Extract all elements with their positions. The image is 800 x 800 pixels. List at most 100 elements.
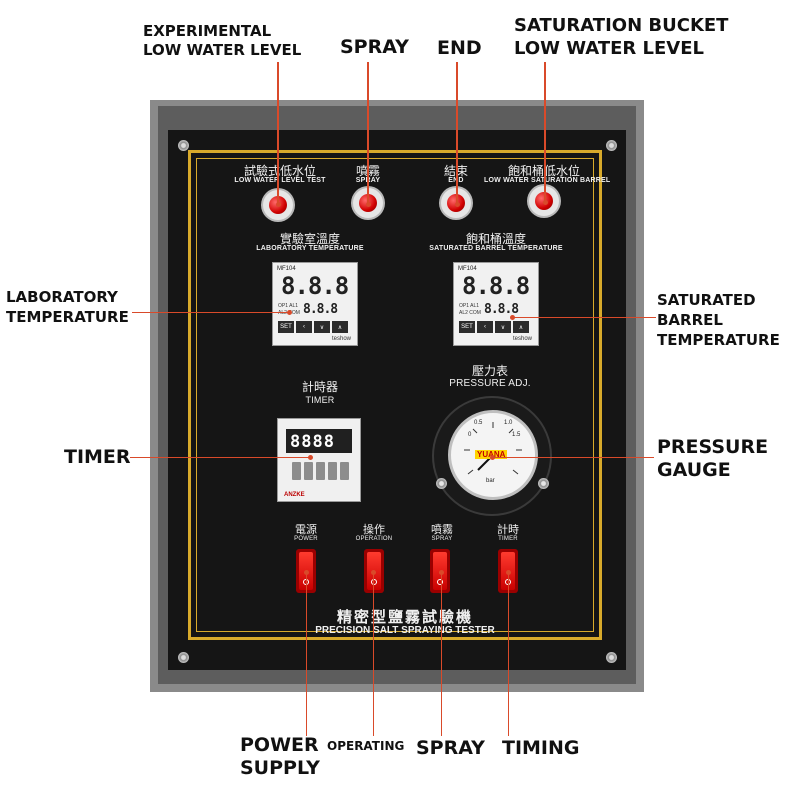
callout-line: SATURATION BUCKET bbox=[514, 15, 729, 36]
lab-temp-controller: MF104 8.8.8 OP1 AL1 AL2 COM 8.8.8 SET ‹ … bbox=[272, 262, 358, 346]
callout-timing: TIMING bbox=[502, 737, 580, 759]
callout-line: SATURATED bbox=[657, 291, 756, 309]
screw-icon bbox=[606, 652, 617, 663]
controller-model: MF104 bbox=[458, 266, 477, 272]
gauge-scale-15: 1.5 bbox=[512, 432, 521, 438]
controller-brand: teshow bbox=[331, 336, 351, 342]
gauge-scale-10: 1.0 bbox=[504, 420, 513, 426]
timer-brand: ANZKE bbox=[284, 492, 305, 498]
controller-sv-display: 8.8.8 bbox=[303, 302, 338, 317]
switch-label-en: TIMER bbox=[498, 536, 518, 542]
leader-dot-icon bbox=[371, 570, 376, 575]
gauge-brand: YUANA bbox=[475, 450, 508, 459]
panel-title-zh: 精密型鹽霧試驗機 bbox=[336, 608, 473, 626]
controller-pv-display: 8.8.8 bbox=[462, 272, 530, 300]
controller-model: MF104 bbox=[277, 266, 296, 272]
timer-label-en: TIMER bbox=[305, 395, 335, 405]
leader-line bbox=[277, 62, 279, 204]
lamp-label-en: LOW WATER LEVEL TEST bbox=[234, 177, 326, 184]
callout-line: POWER bbox=[240, 734, 319, 756]
gauge-bolt-icon bbox=[436, 478, 447, 489]
callout-spray-bottom: SPRAY bbox=[416, 737, 485, 759]
leader-line bbox=[441, 572, 442, 736]
callout-operating: OPERATING bbox=[327, 739, 405, 753]
leader-dot-icon bbox=[287, 310, 292, 315]
lamp-label-en: LOW WATER SATURATION BARREL bbox=[484, 177, 611, 184]
screw-icon bbox=[606, 140, 617, 151]
leader-dot-icon bbox=[455, 202, 460, 207]
timer-display: 8888 bbox=[286, 429, 352, 453]
down-button[interactable]: ∨ bbox=[314, 321, 330, 333]
leader-dot-icon bbox=[543, 200, 548, 205]
callout-end: END bbox=[437, 37, 482, 59]
callout-line: TEMPERATURE bbox=[6, 308, 129, 326]
gauge-scale-0: 0 bbox=[468, 432, 472, 438]
barrel-temp-label-zh: 飽和桶溫度 bbox=[465, 232, 526, 246]
callout-line: LABORATORY bbox=[6, 288, 118, 306]
gold-border-outer bbox=[188, 150, 602, 640]
leader-line bbox=[512, 317, 656, 318]
controller-led-labels: OP1 AL1 bbox=[459, 303, 480, 309]
callout-saturation-bucket: SATURATION BUCKET LOW WATER LEVEL bbox=[514, 14, 728, 60]
lamp-label-zh: 試驗式低水位 bbox=[243, 164, 316, 178]
shift-button[interactable]: ‹ bbox=[477, 321, 493, 333]
timer-digits: 8888 bbox=[290, 432, 335, 452]
shift-button[interactable]: ‹ bbox=[296, 321, 312, 333]
callout-pressure-gauge: PRESSURE GAUGE bbox=[657, 436, 768, 482]
screw-icon bbox=[178, 652, 189, 663]
lamp-label-en: END bbox=[426, 177, 486, 184]
leader-line bbox=[492, 457, 654, 458]
panel-title-en: PRECISION SALT SPRAYING TESTER bbox=[315, 625, 495, 636]
timer-dial-switches[interactable] bbox=[292, 462, 349, 480]
switch-label-zh: 操作 bbox=[363, 523, 385, 536]
leader-line bbox=[456, 62, 458, 204]
leader-line bbox=[508, 572, 509, 736]
switch-label-zh: 噴霧 bbox=[431, 523, 453, 536]
down-button[interactable]: ∨ bbox=[495, 321, 511, 333]
timer-label-zh: 計時器 bbox=[301, 380, 338, 394]
set-button[interactable]: SET bbox=[278, 321, 294, 333]
gauge-bolt-icon bbox=[538, 478, 549, 489]
controller-sv-display: 8.8.8 bbox=[484, 302, 519, 317]
lamp-label-zh: 結束 bbox=[426, 162, 486, 179]
callout-laboratory-temperature: LABORATORY TEMPERATURE bbox=[6, 287, 129, 327]
callout-saturated-barrel-temperature: SATURATED BARREL TEMPERATURE bbox=[657, 290, 780, 350]
leader-dot-icon bbox=[304, 570, 309, 575]
up-button[interactable]: ∧ bbox=[513, 321, 529, 333]
leader-line bbox=[367, 62, 369, 204]
callout-line: EXPERIMENTAL bbox=[143, 22, 272, 40]
controller-led-labels: AL2 COM bbox=[459, 310, 481, 316]
barrel-temp-label-en: SATURATED BARREL TEMPERATURE bbox=[429, 245, 563, 252]
leader-line bbox=[544, 62, 546, 202]
callout-line: LOW WATER LEVEL bbox=[514, 38, 704, 59]
callout-spray-top: SPRAY bbox=[340, 36, 409, 58]
callout-line: GAUGE bbox=[657, 459, 731, 481]
gauge-unit: bar bbox=[486, 478, 495, 484]
controller-brand: teshow bbox=[512, 336, 532, 342]
pressure-label-zh: 壓力表 bbox=[471, 364, 508, 378]
callout-line: LOW WATER LEVEL bbox=[143, 41, 302, 59]
leader-dot-icon bbox=[510, 315, 515, 320]
lab-temp-label-en: LABORATORY TEMPERATURE bbox=[256, 245, 364, 252]
callout-line: BARREL bbox=[657, 311, 723, 329]
leader-line bbox=[130, 457, 310, 458]
leader-dot-icon bbox=[490, 455, 495, 460]
switch-label-zh: 電源 bbox=[295, 523, 317, 536]
controller-led-labels: OP1 AL1 bbox=[278, 303, 299, 309]
callout-line: TEMPERATURE bbox=[657, 331, 780, 349]
up-button[interactable]: ∧ bbox=[332, 321, 348, 333]
switch-label-en: OPERATION bbox=[355, 536, 393, 542]
switch-label-en: SPRAY bbox=[431, 536, 453, 542]
leader-dot-icon bbox=[366, 202, 371, 207]
controller-pv-display: 8.8.8 bbox=[281, 272, 349, 300]
leader-line bbox=[373, 572, 374, 736]
leader-line bbox=[306, 572, 307, 736]
leader-dot-icon bbox=[308, 455, 313, 460]
pressure-label-en: PRESSURE ADJ. bbox=[449, 378, 531, 389]
leader-dot-icon bbox=[506, 570, 511, 575]
callout-timer: TIMER bbox=[64, 446, 131, 468]
gold-border-inner bbox=[196, 158, 594, 632]
lamp-label-zh: 飽和桶低水位 bbox=[492, 162, 596, 179]
set-button[interactable]: SET bbox=[459, 321, 475, 333]
leader-dot-icon bbox=[439, 570, 444, 575]
